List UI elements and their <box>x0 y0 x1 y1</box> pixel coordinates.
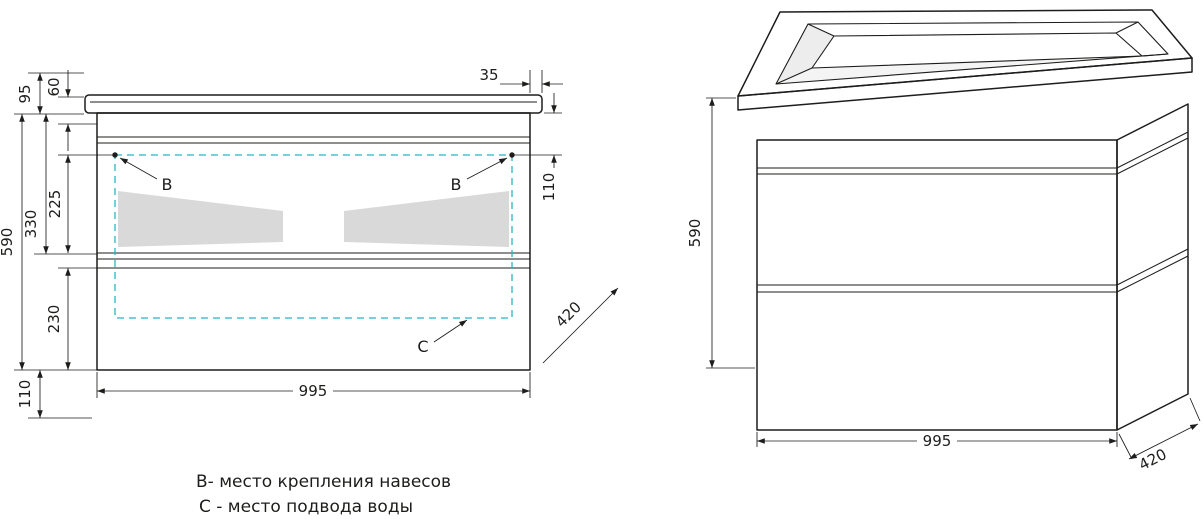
dim-590-front-label: 590 <box>0 228 16 257</box>
dim-420-3d-label: 420 <box>1136 445 1170 474</box>
dim-995-3d-label: 995 <box>923 432 952 450</box>
dim-330-label: 330 <box>22 210 40 239</box>
dim-60-label: 60 <box>45 77 63 96</box>
leader-b-right <box>466 157 508 180</box>
dim-35: 35 <box>479 66 563 87</box>
dim-230-label: 230 <box>45 305 63 334</box>
cabinet-side-face <box>1116 103 1189 431</box>
legend-line-b: B- место крепления навесов <box>196 472 451 492</box>
dim-995-front: 995 <box>97 382 530 400</box>
cabinet-3d <box>756 103 1189 431</box>
dim-330: 330 <box>22 114 49 254</box>
front-countertop <box>84 94 543 114</box>
legend-line-c: C - место подвода воды <box>199 497 413 517</box>
dim-95: 95 <box>16 73 43 114</box>
leader-c <box>433 319 468 343</box>
leader-b-left <box>119 157 158 180</box>
front-cabinet <box>96 112 531 371</box>
front-view: 95 60 225 330 590 230 110 <box>0 66 619 419</box>
dim-110-right-label: 110 <box>540 173 558 202</box>
legend: B- место крепления навесов C - место под… <box>196 472 451 517</box>
dim-110-bottom-label: 110 <box>16 380 34 409</box>
dim-995-3d: 995 <box>756 432 1118 450</box>
hidden-outline-dashed <box>114 154 513 319</box>
dim-590-3d: 590 <box>686 97 755 369</box>
sink-top <box>737 9 1193 111</box>
dim-995-front-label: 995 <box>299 382 328 400</box>
dim-110-bottom: 110 <box>16 370 43 418</box>
marker-b-right: B <box>451 157 508 194</box>
marker-b-left: B <box>119 157 173 194</box>
sink-shadow-left <box>118 191 283 247</box>
basin-wall-left <box>776 24 834 84</box>
dim-225: 225 <box>46 155 71 253</box>
dim-60: 60 <box>45 70 71 151</box>
dim-225-label: 225 <box>46 190 64 219</box>
marker-c: C <box>417 319 468 356</box>
dim-35-label: 35 <box>479 66 498 84</box>
dim-110-right: 110 <box>540 93 558 201</box>
dim-590-front: 590 <box>0 114 25 370</box>
dim-420-3d: 420 <box>1118 397 1201 474</box>
dim-95-label: 95 <box>16 84 34 103</box>
mount-dot-left <box>112 152 118 158</box>
dim-590-3d-label: 590 <box>686 219 704 248</box>
label-b-left: B <box>162 175 173 194</box>
label-c: C <box>417 337 428 356</box>
mount-dot-right <box>509 152 515 158</box>
perspective-view: 590 995 420 <box>686 9 1201 474</box>
sink-shadow-right <box>344 191 509 247</box>
dim-230: 230 <box>45 268 71 370</box>
dim-420-front: 420 <box>542 287 619 364</box>
label-b-right: B <box>451 175 462 194</box>
